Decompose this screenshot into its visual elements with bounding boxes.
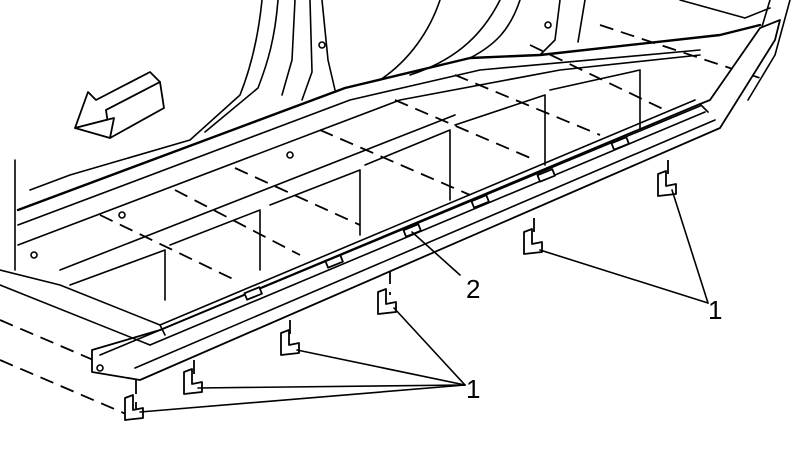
callout-clips-right: 1: [708, 295, 723, 325]
retaining-clips: [124, 170, 677, 421]
body-door-openings: [16, 0, 791, 259]
callout-retainers: 2: [466, 274, 481, 304]
rocker-end-plate: [0, 269, 161, 346]
leader-lines: [139, 189, 709, 413]
callout-clips-bottom: 1: [466, 374, 481, 404]
front-direction-arrow-icon: [74, 71, 165, 139]
